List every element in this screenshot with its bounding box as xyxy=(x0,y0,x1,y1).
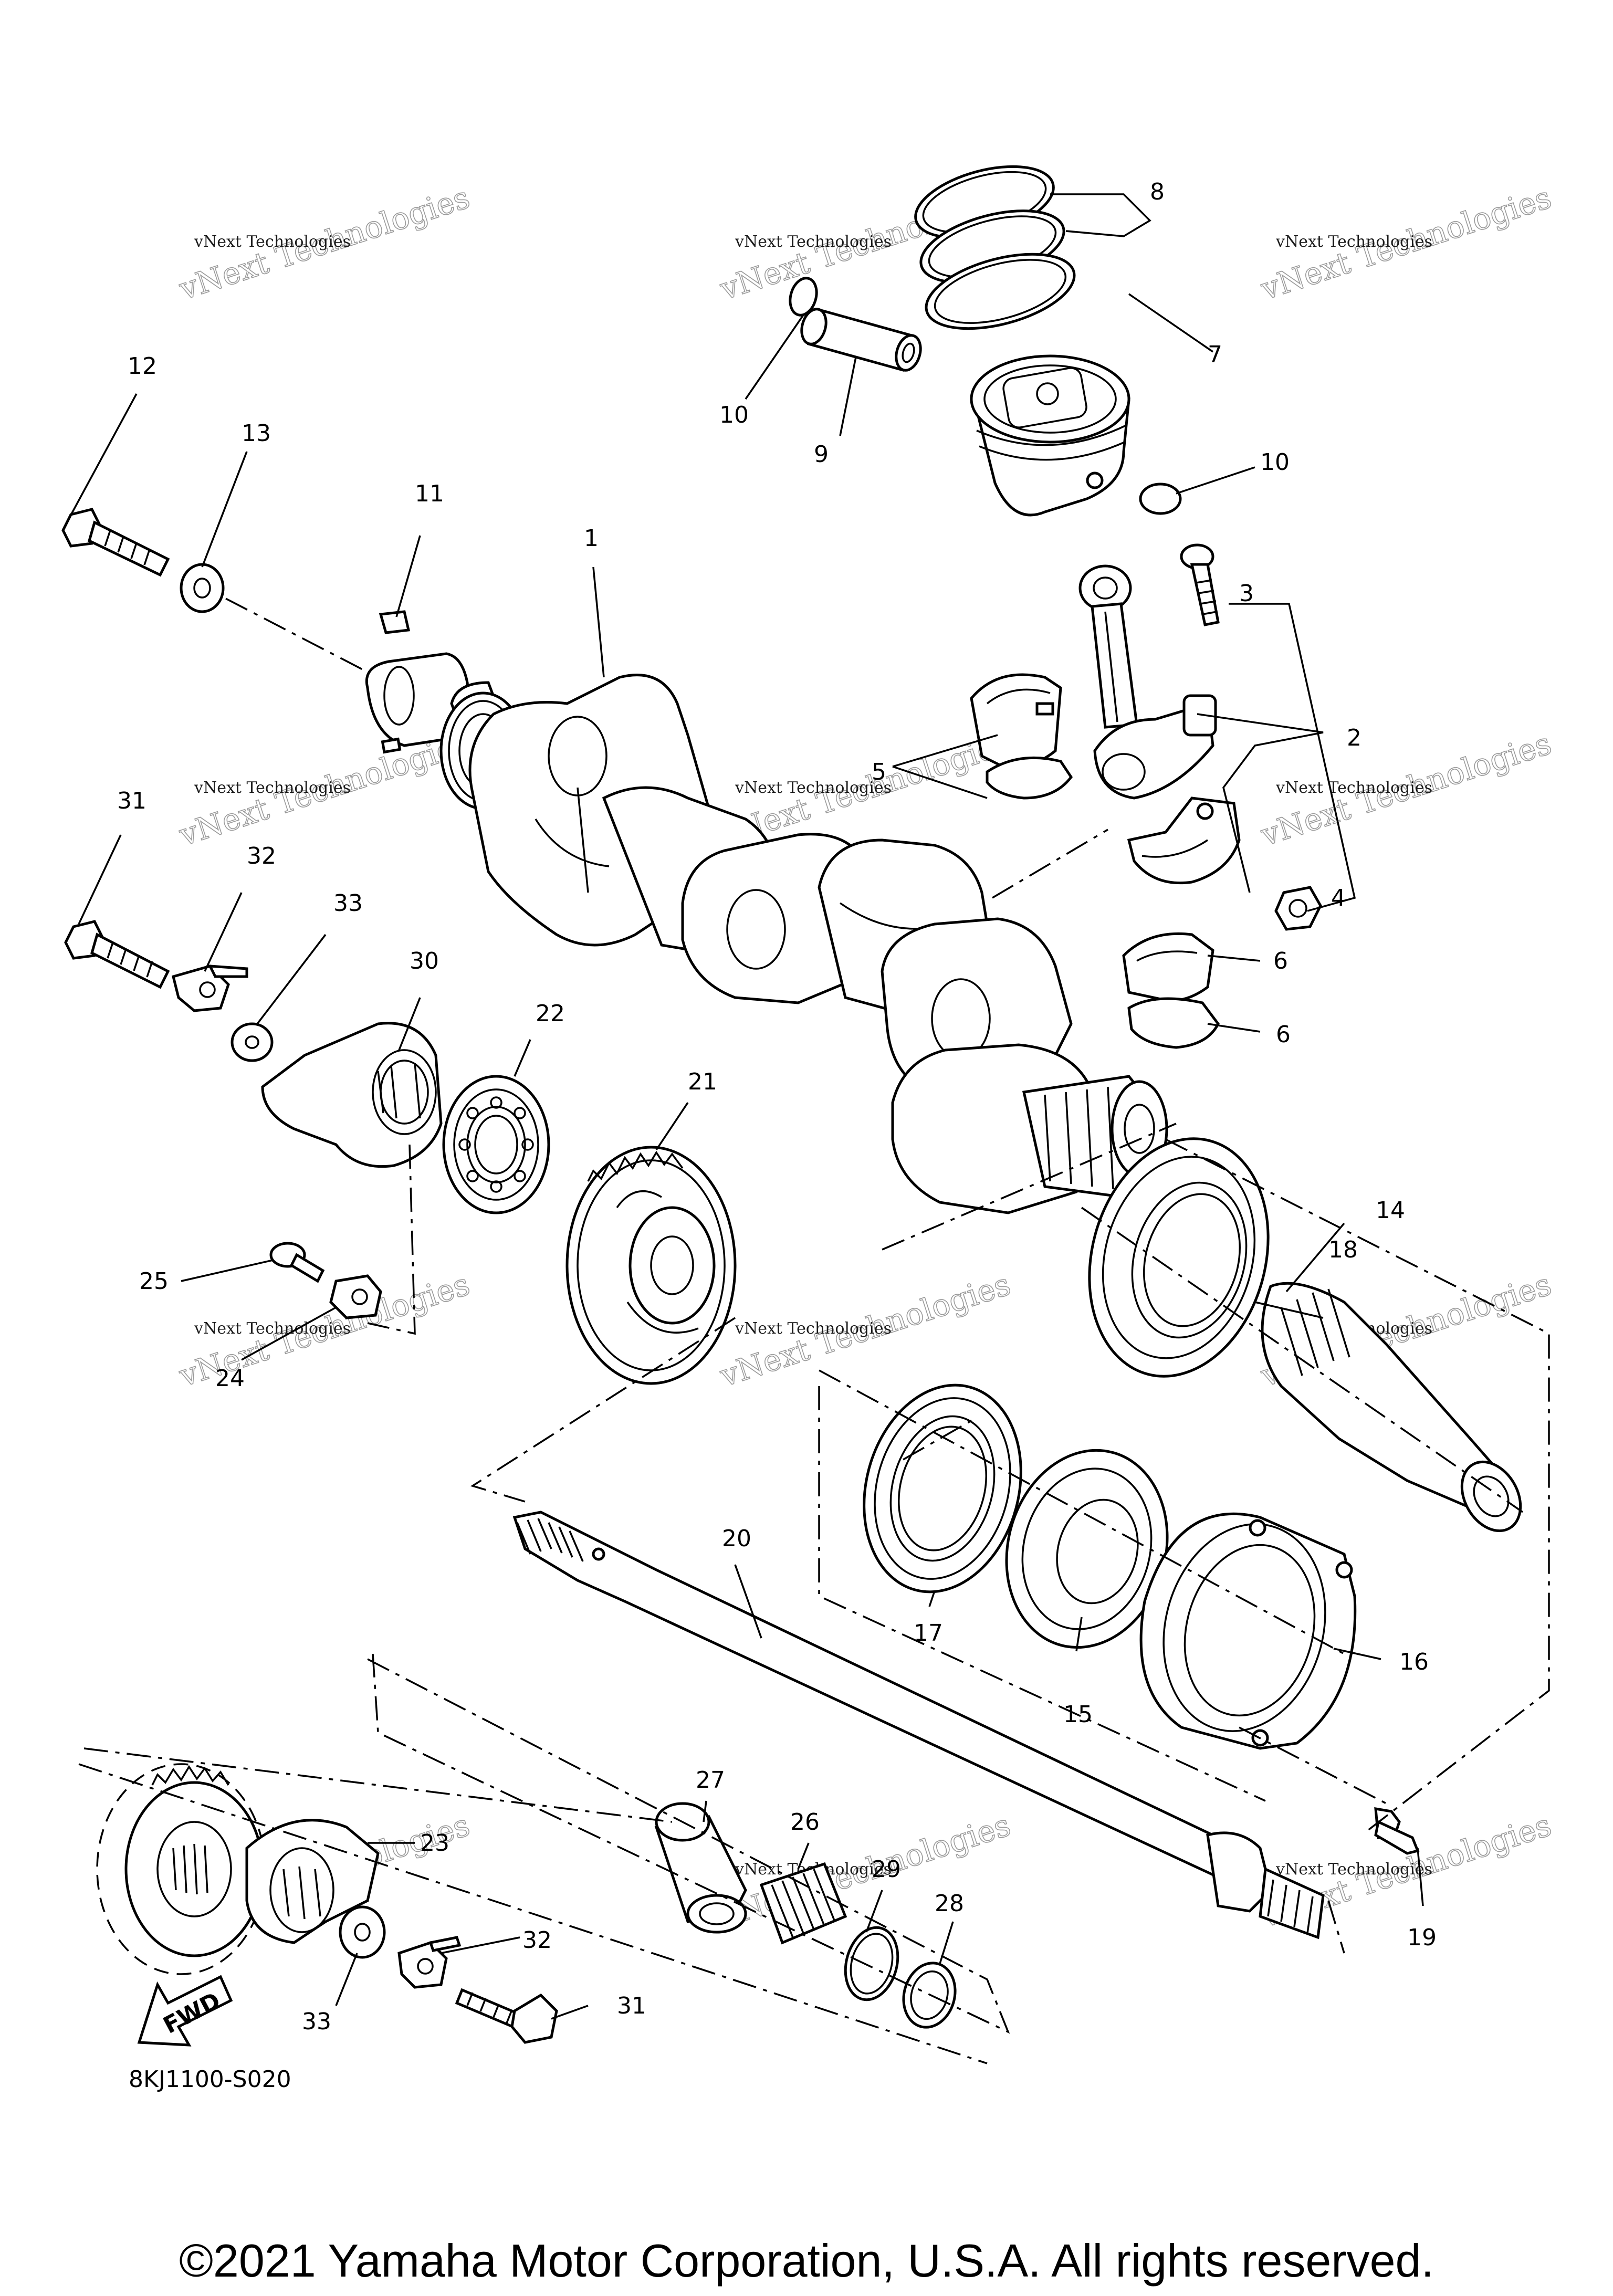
callout-17: 17 xyxy=(914,1620,943,1647)
bolt-19 xyxy=(1374,1807,1420,1855)
watermark: vNext Technologies vNext Technologies xyxy=(174,179,475,308)
flange-bolt-31-upper xyxy=(64,920,170,989)
callout-18: 18 xyxy=(1328,1236,1358,1263)
lock-washer-32-lower xyxy=(397,1936,462,1989)
balancer-weight-23 xyxy=(245,1819,380,1944)
watermark: vNext Technologies vNext Technologies xyxy=(715,1266,1015,1395)
flange-bolt-31-lower xyxy=(455,1988,558,2044)
callout-27: 27 xyxy=(696,1767,725,1794)
callout-10a: 10 xyxy=(719,402,749,428)
svg-text:vNext Technologies: vNext Technologies xyxy=(194,233,351,251)
callout-1: 1 xyxy=(584,525,599,552)
callout-21: 21 xyxy=(688,1068,717,1095)
con-rod-bolt xyxy=(1180,543,1220,626)
watermark: vNext Technologies vNext Technologies xyxy=(174,725,475,854)
main-bearing xyxy=(1122,932,1220,1049)
callout-26: 26 xyxy=(790,1809,820,1836)
callout-33a: 33 xyxy=(333,890,363,917)
diagram-code: 8KJ1100-S020 xyxy=(129,2066,291,2093)
copyright-notice: ©2021 Yamaha Motor Corporation, U.S.A. A… xyxy=(179,2235,1434,2287)
callout-32a: 32 xyxy=(247,843,276,869)
flange-bolt-12 xyxy=(61,508,170,577)
callout-14: 14 xyxy=(1376,1197,1405,1224)
callout-25: 25 xyxy=(139,1268,169,1295)
piston-pin-clip xyxy=(789,277,1182,515)
con-rod-cap xyxy=(1127,796,1241,885)
washer-33-upper xyxy=(231,1022,274,1062)
callout-11: 11 xyxy=(415,480,444,507)
svg-text:vNext Technologies: vNext Technologies xyxy=(1275,233,1432,251)
coupling-shaft xyxy=(1261,1282,1522,1533)
callout-32b: 32 xyxy=(522,1927,552,1954)
callout-4: 4 xyxy=(1331,885,1346,911)
housing-16 xyxy=(1139,1512,1357,1750)
collar-27 xyxy=(654,1802,747,1934)
callout-10b: 10 xyxy=(1260,449,1290,476)
crankshaft xyxy=(365,652,1168,1214)
svg-text:vNext Technologies: vNext Technologies xyxy=(194,1319,351,1338)
piston xyxy=(970,354,1130,517)
fwd-arrow-icon: FWD xyxy=(137,1975,233,2047)
callout-8: 8 xyxy=(1150,179,1165,205)
seal-17 xyxy=(863,1383,1022,1593)
callout-13: 13 xyxy=(242,420,271,447)
balancer-weight-30 xyxy=(261,1022,443,1168)
circlip-29 xyxy=(844,1926,899,2001)
callout-9: 9 xyxy=(814,441,829,468)
callout-31b: 31 xyxy=(617,1993,646,2019)
callout-2: 2 xyxy=(1347,725,1361,751)
needle-bearing-26 xyxy=(759,1862,847,1945)
drive-shaft-20 xyxy=(512,1511,1325,1939)
lock-washer-32-upper xyxy=(171,964,248,1012)
svg-text:vNext Technologies: vNext Technologies xyxy=(1275,1860,1432,1879)
gear-lower xyxy=(96,1763,266,1975)
callout-labels: 1 2 3 4 5 6 6 7 8 9 10 10 11 12 13 14 15… xyxy=(117,179,1437,2035)
callout-20: 20 xyxy=(722,1525,751,1552)
watermark: vNext Technologies vNext Technologies xyxy=(1256,725,1556,854)
screw-25 xyxy=(269,1242,325,1283)
washer-13 xyxy=(180,563,225,613)
svg-text:vNext Technologies: vNext Technologies xyxy=(735,233,892,251)
leader-lines xyxy=(67,193,1424,2020)
callout-6a: 6 xyxy=(1273,948,1288,974)
piston-pin xyxy=(800,308,922,372)
washer-33-lower xyxy=(339,1905,386,1959)
callout-15: 15 xyxy=(1063,1701,1093,1728)
woodruff-key xyxy=(379,610,411,634)
callout-19: 19 xyxy=(1407,1924,1437,1951)
callout-7: 7 xyxy=(1208,341,1222,368)
callout-31a: 31 xyxy=(117,788,146,814)
callout-3: 3 xyxy=(1239,580,1254,607)
callout-33b: 33 xyxy=(302,2008,331,2035)
callout-12: 12 xyxy=(128,353,157,380)
piston-rings xyxy=(914,165,1076,330)
callout-22: 22 xyxy=(536,1000,565,1027)
svg-text:vNext Technologies: vNext Technologies xyxy=(735,1319,892,1338)
svg-text:vNext Technologies: vNext Technologies xyxy=(1275,779,1432,797)
watermark: vNext Technologies vNext Technologies xyxy=(715,1807,1015,1935)
callout-28: 28 xyxy=(935,1890,964,1917)
bearing-22 xyxy=(442,1075,550,1214)
connecting-rod xyxy=(1078,564,1217,800)
retainer-24 xyxy=(329,1274,382,1319)
callout-30: 30 xyxy=(410,948,439,974)
callout-29: 29 xyxy=(872,1856,901,1883)
assembly-lines xyxy=(78,597,1550,2064)
svg-text:vNext Technologies: vNext Technologies xyxy=(194,779,351,797)
con-rod-nut xyxy=(1274,886,1322,931)
watermark: vNext Technologies vNext Technologies xyxy=(1256,179,1556,308)
callout-5: 5 xyxy=(872,759,886,785)
callout-6b: 6 xyxy=(1276,1021,1291,1048)
gear-21 xyxy=(565,1146,737,1385)
callout-24: 24 xyxy=(215,1365,245,1392)
con-rod-bearing xyxy=(970,673,1073,800)
callout-23: 23 xyxy=(420,1830,449,1857)
callout-16: 16 xyxy=(1399,1649,1429,1675)
svg-text:vNext Technologies: vNext Technologies xyxy=(735,779,892,797)
